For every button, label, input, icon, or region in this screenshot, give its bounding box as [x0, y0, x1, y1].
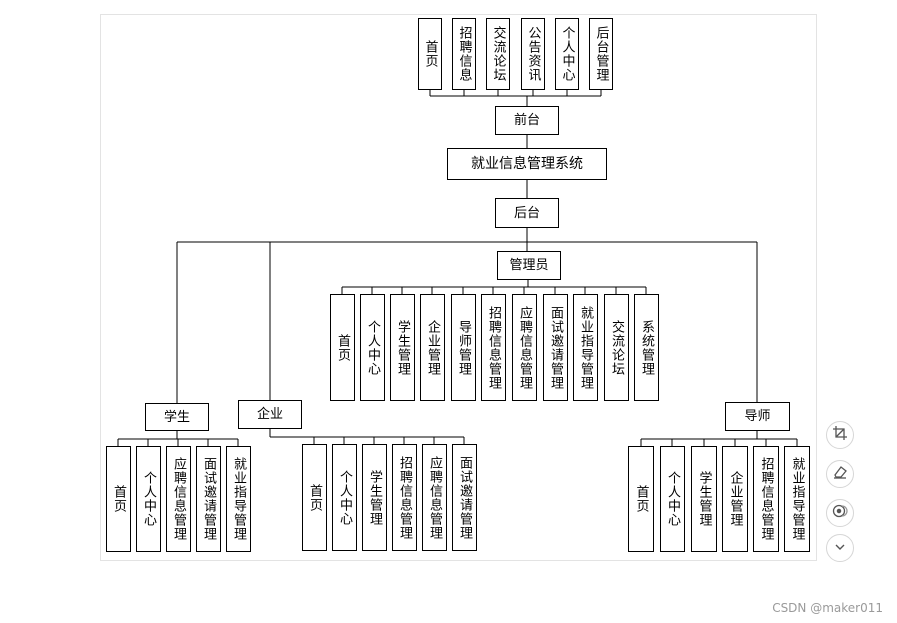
admin-item-forum: 交流论坛 — [604, 294, 629, 401]
company-item-interview-mgmt: 面试邀请管理 — [452, 444, 477, 551]
student-item-interview-mgmt: 面试邀请管理 — [196, 446, 221, 552]
ocr-button[interactable] — [826, 499, 854, 527]
front-item-recruitment: 招聘信息 — [452, 18, 476, 90]
company-item-application-mgmt: 应聘信息管理 — [422, 444, 447, 551]
chevron-down-icon — [833, 539, 847, 558]
tutor-item-company-mgmt: 企业管理 — [722, 446, 748, 552]
student-node: 学生 — [145, 403, 209, 431]
company-item-personal-center: 个人中心 — [332, 444, 357, 551]
front-item-announcements: 公告资讯 — [521, 18, 545, 90]
ocr-icon — [831, 503, 849, 523]
front-item-forum: 交流论坛 — [486, 18, 510, 90]
root-node: 就业信息管理系统 — [447, 148, 607, 180]
admin-item-guidance-mgmt: 就业指导管理 — [573, 294, 598, 401]
tutor-item-student-mgmt: 学生管理 — [691, 446, 717, 552]
company-item-recruitment-mgmt: 招聘信息管理 — [392, 444, 417, 551]
admin-item-application-mgmt: 应聘信息管理 — [512, 294, 537, 401]
front-item-backend: 后台管理 — [589, 18, 613, 90]
admin-item-personal-center: 个人中心 — [360, 294, 385, 401]
admin-item-home: 首页 — [330, 294, 355, 401]
tutor-item-recruitment-mgmt: 招聘信息管理 — [753, 446, 779, 552]
tutor-item-home: 首页 — [628, 446, 654, 552]
tutor-item-personal-center: 个人中心 — [660, 446, 685, 552]
eraser-icon — [832, 464, 848, 484]
company-node: 企业 — [238, 400, 302, 429]
admin-item-tutor-mgmt: 导师管理 — [451, 294, 476, 401]
student-item-guidance-mgmt: 就业指导管理 — [226, 446, 251, 552]
expand-button[interactable] — [826, 534, 854, 562]
front-item-personal-center: 个人中心 — [555, 18, 579, 90]
company-item-student-mgmt: 学生管理 — [362, 444, 387, 551]
tutor-node: 导师 — [725, 402, 790, 431]
student-item-personal-center: 个人中心 — [136, 446, 161, 552]
admin-item-interview-mgmt: 面试邀请管理 — [543, 294, 568, 401]
front-item-home: 首页 — [418, 18, 442, 90]
admin-item-company-mgmt: 企业管理 — [420, 294, 445, 401]
eraser-button[interactable] — [826, 460, 854, 488]
admin-item-recruitment-mgmt: 招聘信息管理 — [481, 294, 506, 401]
crop-icon — [832, 425, 848, 445]
watermark: CSDN @maker011 — [772, 601, 883, 615]
student-item-home: 首页 — [106, 446, 131, 552]
admin-item-system-mgmt: 系统管理 — [634, 294, 659, 401]
crop-button[interactable] — [826, 421, 854, 449]
tutor-item-guidance-mgmt: 就业指导管理 — [784, 446, 810, 552]
admin-item-student-mgmt: 学生管理 — [390, 294, 415, 401]
admin-node: 管理员 — [497, 251, 561, 280]
back-node: 后台 — [495, 198, 559, 228]
company-item-home: 首页 — [302, 444, 327, 551]
front-node: 前台 — [495, 106, 559, 135]
student-item-application-mgmt: 应聘信息管理 — [166, 446, 191, 552]
